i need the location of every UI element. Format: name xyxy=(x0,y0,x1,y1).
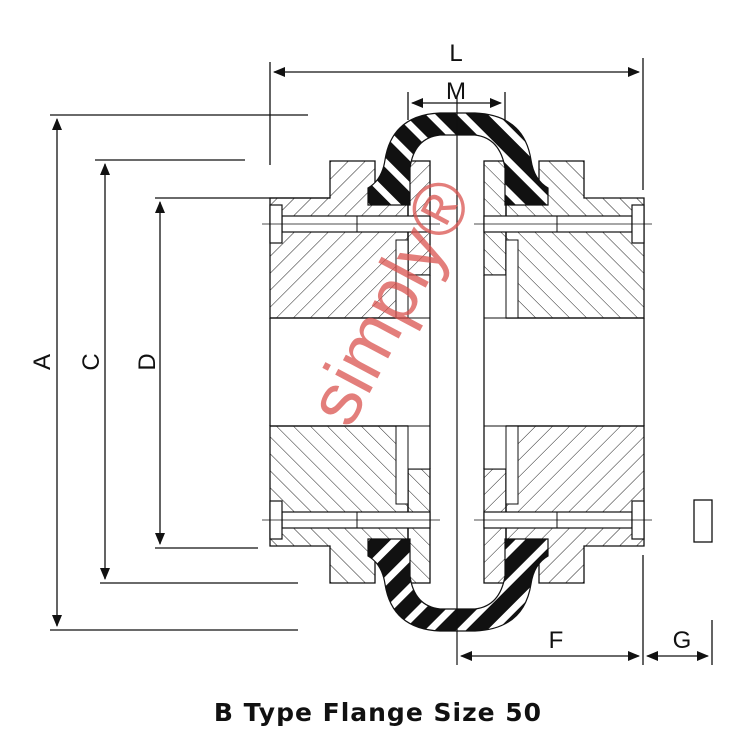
dim-label-g: G xyxy=(673,627,692,654)
dim-label-d: D xyxy=(134,353,161,370)
figure-caption: B Type Flange Size 50 xyxy=(213,698,543,727)
dim-label-l: L xyxy=(449,40,462,67)
dim-label-a: A xyxy=(29,354,56,370)
dim-label-c: C xyxy=(78,353,105,370)
coupling-section xyxy=(262,95,652,665)
dim-label-f: F xyxy=(549,627,564,654)
dim-label-m: M xyxy=(446,78,466,105)
dimension-lines xyxy=(50,58,713,665)
